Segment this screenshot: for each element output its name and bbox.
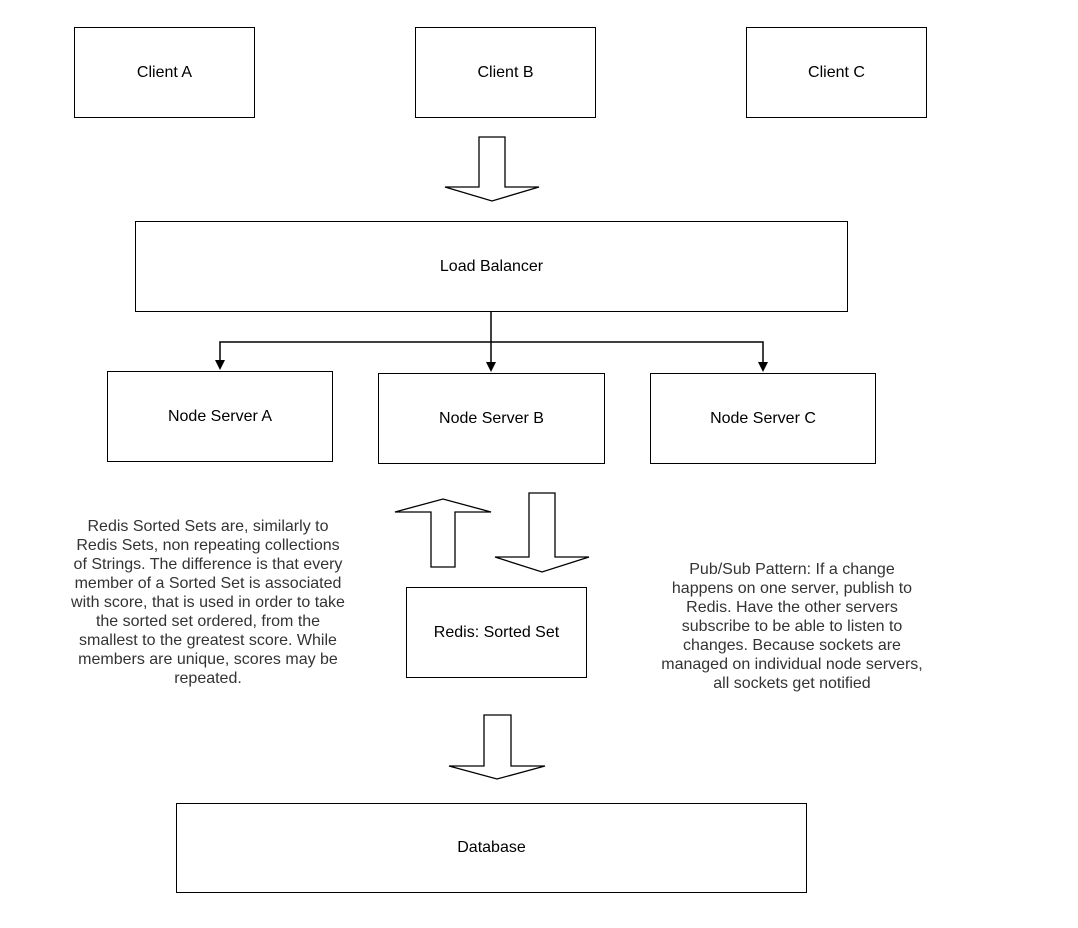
- database-label: Database: [457, 839, 526, 856]
- arrowhead-to-node-server-c: [758, 362, 768, 372]
- node-server-a-label: Node Server A: [167, 407, 273, 425]
- client-c-box[interactable]: Client C: [746, 27, 927, 118]
- redis-sorted-set-box[interactable]: Redis: Sorted Set: [406, 587, 587, 678]
- block-arrow-down-to-database: [448, 714, 546, 780]
- block-arrow-up-from-redis: [394, 498, 492, 568]
- arrowhead-to-node-server-a: [215, 360, 225, 370]
- redis-sorted-sets-note: Redis Sorted Sets are, similarly to Redi…: [71, 518, 345, 687]
- client-a-label: Client A: [136, 63, 193, 81]
- arrowhead-to-node-server-b: [486, 362, 496, 372]
- client-c-label: Client C: [808, 63, 865, 81]
- client-b-label: Client B: [477, 63, 534, 81]
- pub-sub-pattern-note: Pub/Sub Pattern: If a change happens on …: [661, 561, 923, 692]
- node-server-b-label: Node Server B: [439, 409, 544, 427]
- node-server-b-box[interactable]: Node Server B: [378, 373, 605, 464]
- node-server-a-box[interactable]: Node Server A: [107, 371, 333, 462]
- block-arrow-down-to-load-balancer: [444, 136, 540, 202]
- client-a-box[interactable]: Client A: [74, 27, 255, 118]
- load-balancer-split-connector: [219, 312, 764, 362]
- load-balancer-box[interactable]: Load Balancer: [135, 221, 848, 312]
- client-b-box[interactable]: Client B: [415, 27, 596, 118]
- node-server-c-label: Node Server C: [710, 409, 816, 427]
- block-arrow-down-to-redis: [494, 492, 590, 573]
- load-balancer-label: Load Balancer: [439, 257, 544, 275]
- redis-sorted-set-label: Redis: Sorted Set: [433, 623, 560, 641]
- database-box[interactable]: Database: [176, 803, 807, 893]
- node-server-c-box[interactable]: Node Server C: [650, 373, 876, 464]
